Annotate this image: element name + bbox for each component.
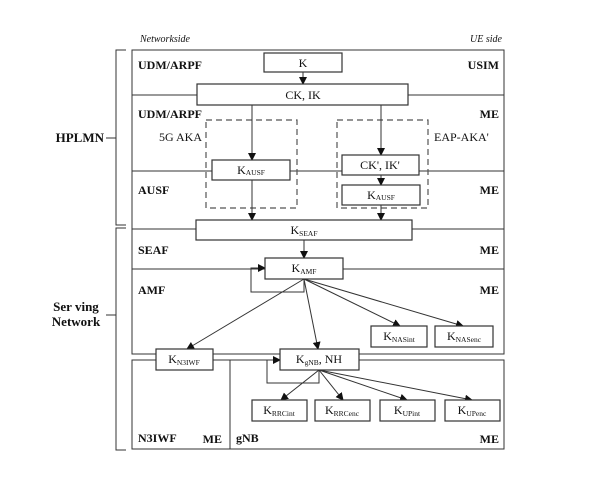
svg-text:KUPenc: KUPenc xyxy=(458,403,487,418)
row-label-amf: AMF xyxy=(138,283,165,297)
key-kgnb-nh: KgNB, NH xyxy=(279,348,360,371)
svg-text:KgNB, NH: KgNB, NH xyxy=(296,352,343,367)
svg-text:KNASint: KNASint xyxy=(383,329,416,344)
arrow-kgnb-to-krrcenc xyxy=(318,369,344,401)
row-label-me-6: ME xyxy=(480,432,499,446)
serving-label-line2: Network xyxy=(52,314,101,329)
row-label-gnb: gNB xyxy=(236,431,259,445)
svg-text:KSEAF: KSEAF xyxy=(290,223,317,238)
kgnb-loop-arrow xyxy=(266,356,320,384)
row-label-me-3: ME xyxy=(480,243,499,257)
key-kupenc: KUPenc xyxy=(444,399,501,422)
row-label-me-4: ME xyxy=(480,283,499,297)
svg-text:K: K xyxy=(299,56,308,70)
arrow-kgnb-to-kupint xyxy=(318,369,408,402)
row-label-ausf: AUSF xyxy=(138,183,169,197)
key-kausf-5gaka: KAUSF xyxy=(211,159,291,181)
arrow-kamf-to-knasenc xyxy=(303,278,464,328)
svg-text:CK', IK': CK', IK' xyxy=(360,158,400,172)
svg-text:KNASenc: KNASenc xyxy=(447,329,482,344)
arrow-kgnb-to-kupenc xyxy=(318,369,473,403)
gnb-region xyxy=(229,359,505,450)
network-side-label: Networkside xyxy=(139,34,191,45)
serving-network-bracket xyxy=(115,227,126,451)
eap-aka-label: EAP-AKA' xyxy=(434,130,489,144)
key-kn3iwf: KN3IWF xyxy=(155,348,214,371)
hplmn-bracket xyxy=(115,49,126,226)
key-kausf-eapaka: KAUSF xyxy=(341,184,421,206)
key-kamf: KAMF xyxy=(264,257,344,280)
5g-aka-label: 5G AKA xyxy=(159,130,202,144)
arrow-kamf-to-kgnb xyxy=(303,278,321,350)
row-label-usim: USIM xyxy=(468,58,499,72)
row-label-seaf: SEAF xyxy=(138,243,169,257)
serving-label-line1: Ser ving xyxy=(53,299,99,314)
key-krrcint: KRRCint xyxy=(251,399,308,422)
svg-text:CK, IK: CK, IK xyxy=(285,88,321,102)
svg-text:KRRCint: KRRCint xyxy=(263,403,296,418)
ue-side-label: UE side xyxy=(470,34,503,45)
row-label-udm-arpf-2: UDM/ARPF xyxy=(138,107,202,121)
key-ck-ik: CK, IK xyxy=(196,83,409,106)
svg-text:KUPint: KUPint xyxy=(394,403,421,418)
key-knasenc: KNASenc xyxy=(434,325,494,348)
svg-text:KAMF: KAMF xyxy=(292,261,317,276)
row-label-me-5: ME xyxy=(203,432,222,446)
arrow-kamf-to-knasint xyxy=(303,278,401,327)
key-k: K xyxy=(263,52,343,73)
key-krrcenc: KRRCenc xyxy=(314,399,371,422)
key-ck-ik-prime: CK', IK' xyxy=(341,154,420,176)
kamf-loop-arrow xyxy=(250,264,305,293)
row-label-udm-arpf-1: UDM/ARPF xyxy=(138,58,202,72)
svg-text:KRRCenc: KRRCenc xyxy=(325,403,360,418)
row-label-me-1: ME xyxy=(480,107,499,121)
svg-text:KAUSF: KAUSF xyxy=(367,188,395,202)
arrow-kgnb-to-krrcint xyxy=(280,369,320,401)
eap-aka-box xyxy=(336,119,429,209)
key-knasint: KNASint xyxy=(370,325,428,348)
key-kseaf: KSEAF xyxy=(195,219,413,241)
hplmn-label: HPLMN xyxy=(56,130,105,145)
arrow-kamf-to-kn3iwf xyxy=(186,278,305,350)
key-kupint: KUPint xyxy=(379,399,436,422)
svg-text:KAUSF: KAUSF xyxy=(237,163,265,177)
svg-text:KN3IWF: KN3IWF xyxy=(168,352,200,367)
row-label-me-2: ME xyxy=(480,183,499,197)
row-label-n3iwf: N3IWF xyxy=(138,431,177,445)
